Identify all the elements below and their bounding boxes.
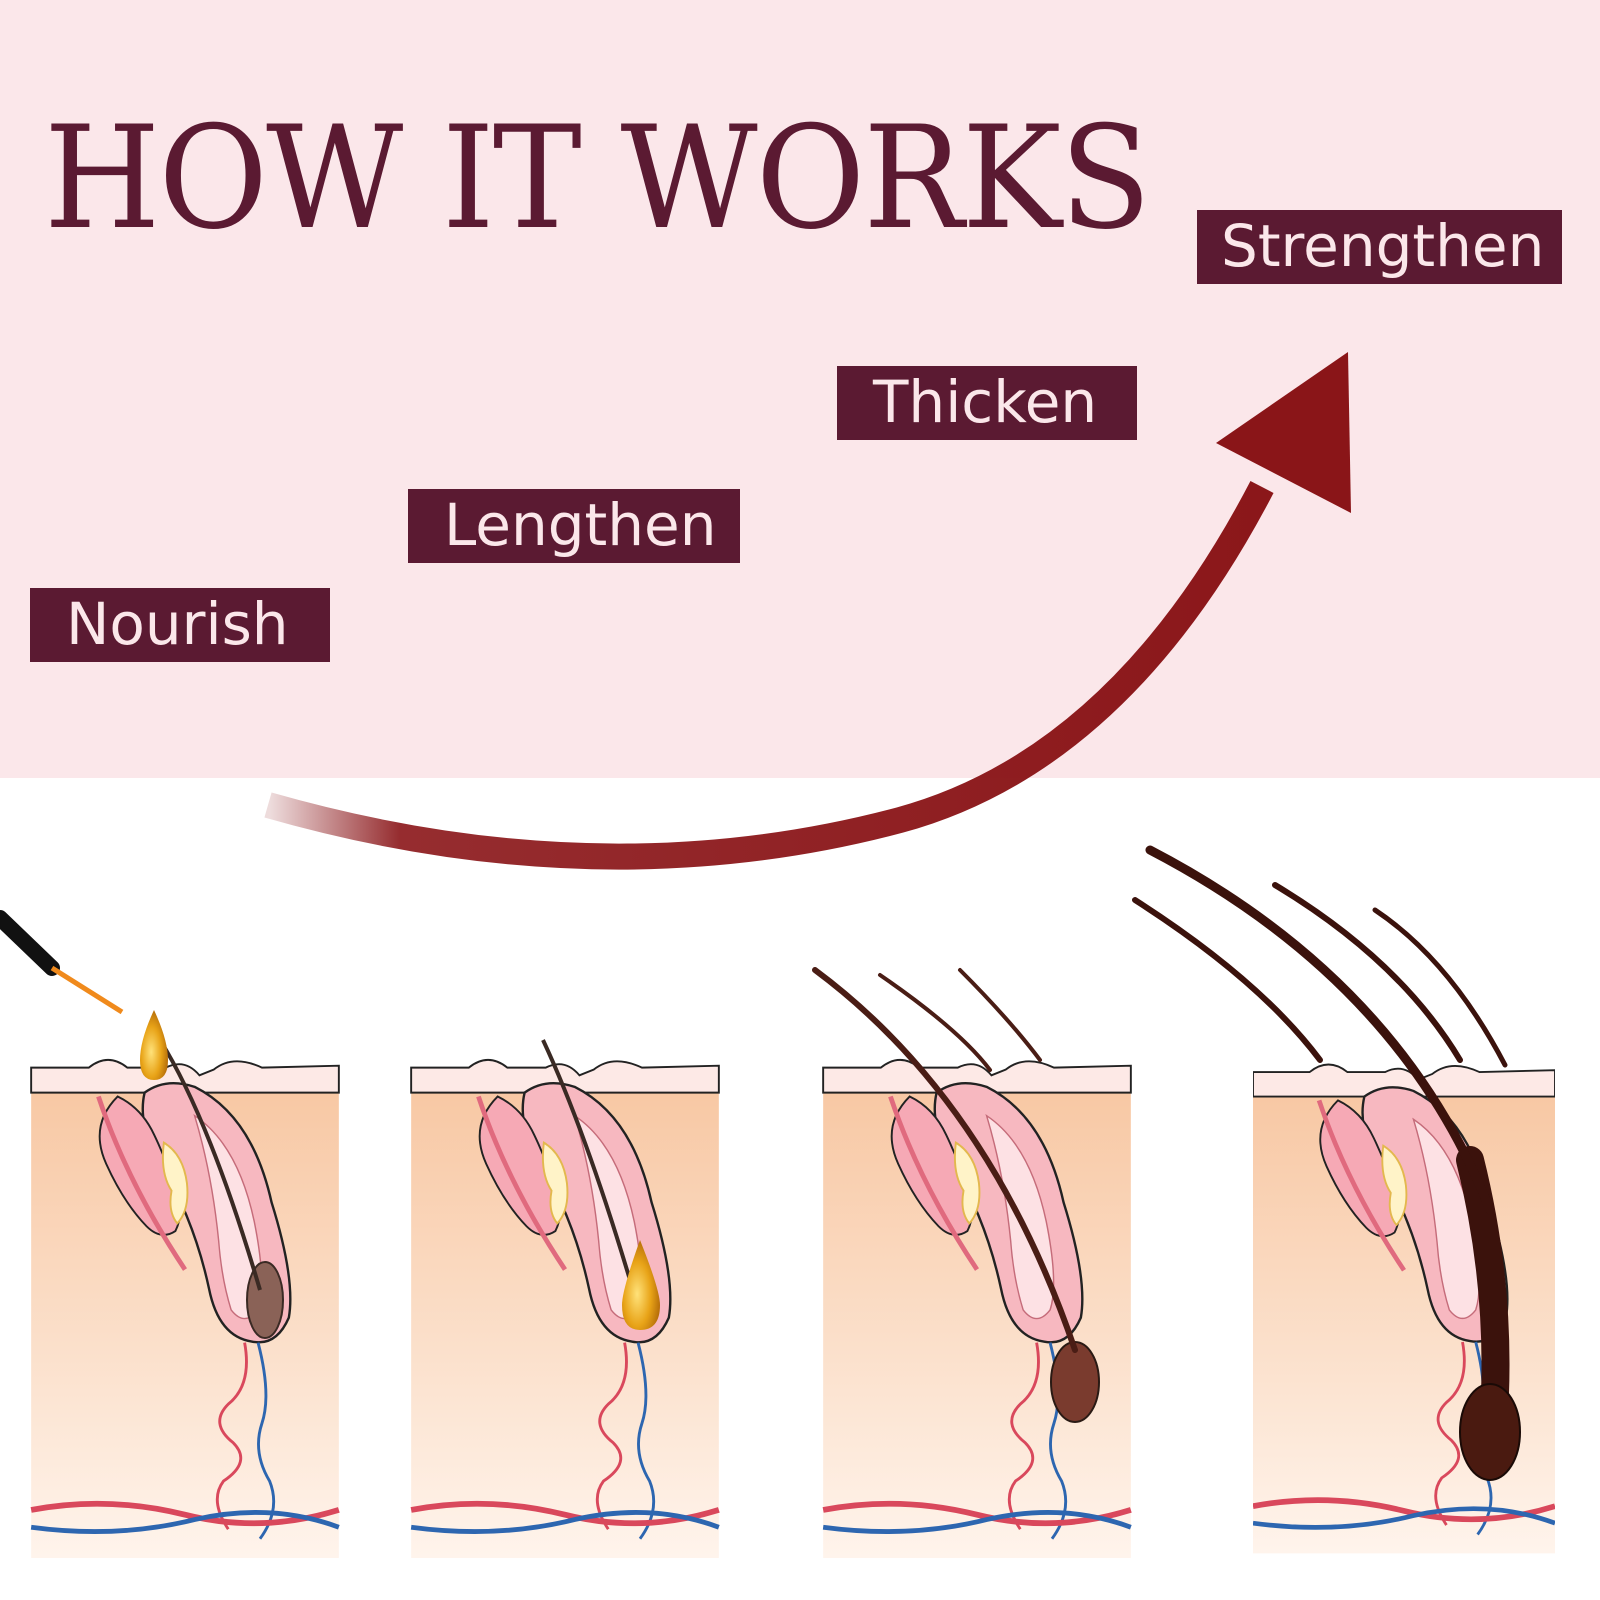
step-label-lengthen: Lengthen xyxy=(408,489,740,563)
growth-arrow-icon xyxy=(264,352,1351,870)
serum-drop-icon xyxy=(622,1240,660,1330)
dropper-icon xyxy=(0,910,124,1015)
serum-drop-icon xyxy=(140,1010,168,1080)
step-label-nourish: Nourish xyxy=(30,588,330,662)
step-label-strengthen: Strengthen xyxy=(1197,210,1562,284)
follicle-panel-3 xyxy=(812,967,1131,1558)
follicle-panel-4 xyxy=(1132,845,1555,1553)
page-title: HOW IT WORKS xyxy=(44,96,1151,261)
follicle-panel-1 xyxy=(0,910,339,1558)
step-label-thicken: Thicken xyxy=(837,366,1137,440)
follicle-panel-2 xyxy=(411,1039,719,1558)
